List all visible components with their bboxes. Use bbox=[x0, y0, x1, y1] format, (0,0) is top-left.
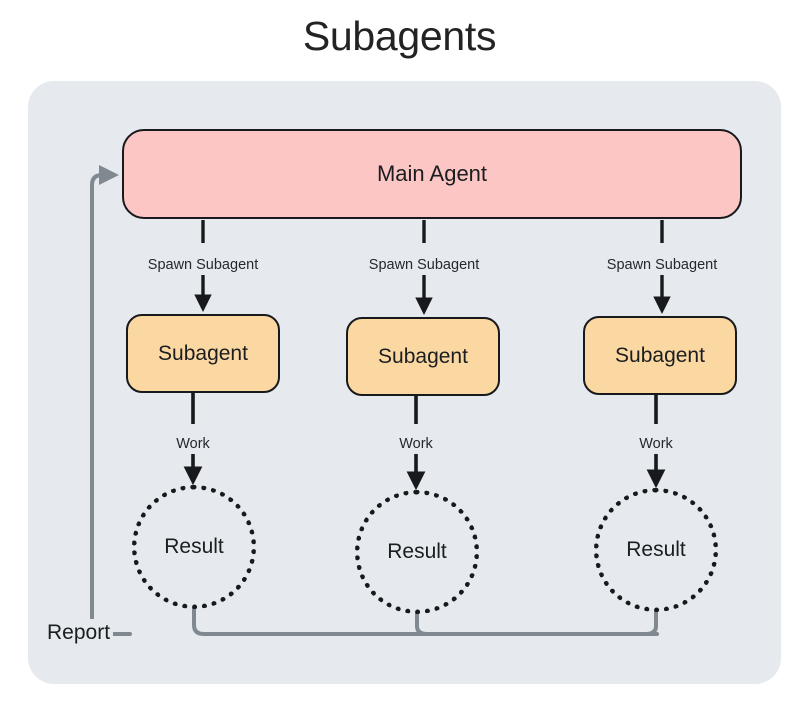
node-result-2-label: Result bbox=[387, 540, 447, 563]
edge-label-work-1: Work bbox=[171, 434, 215, 454]
node-result-1-label: Result bbox=[164, 535, 224, 558]
edge-label-report: Report bbox=[44, 619, 114, 647]
node-subagent-2[interactable]: Subagent bbox=[346, 317, 500, 396]
node-subagent-3[interactable]: Subagent bbox=[583, 316, 737, 395]
node-subagent-1-label: Subagent bbox=[158, 341, 248, 365]
edge-label-work-3: Work bbox=[634, 434, 678, 454]
edge-label-spawn-2: Spawn Subagent bbox=[363, 255, 485, 275]
node-result-1[interactable]: Result bbox=[132, 485, 256, 609]
node-main-agent-label: Main Agent bbox=[376, 161, 488, 186]
report-connector bbox=[90, 165, 659, 636]
page-title: Subagents bbox=[302, 13, 497, 59]
node-subagent-1[interactable]: Subagent bbox=[126, 314, 280, 393]
node-result-3-label: Result bbox=[626, 538, 686, 561]
node-subagent-3-label: Subagent bbox=[615, 343, 705, 367]
edge-label-spawn-3: Spawn Subagent bbox=[601, 255, 723, 275]
node-subagent-2-label: Subagent bbox=[378, 344, 468, 368]
node-main-agent[interactable]: Main Agent bbox=[122, 129, 742, 219]
edge-label-spawn-1: Spawn Subagent bbox=[142, 255, 264, 275]
node-result-2[interactable]: Result bbox=[355, 490, 479, 614]
node-result-3[interactable]: Result bbox=[594, 488, 718, 612]
edge-label-work-2: Work bbox=[394, 434, 438, 454]
